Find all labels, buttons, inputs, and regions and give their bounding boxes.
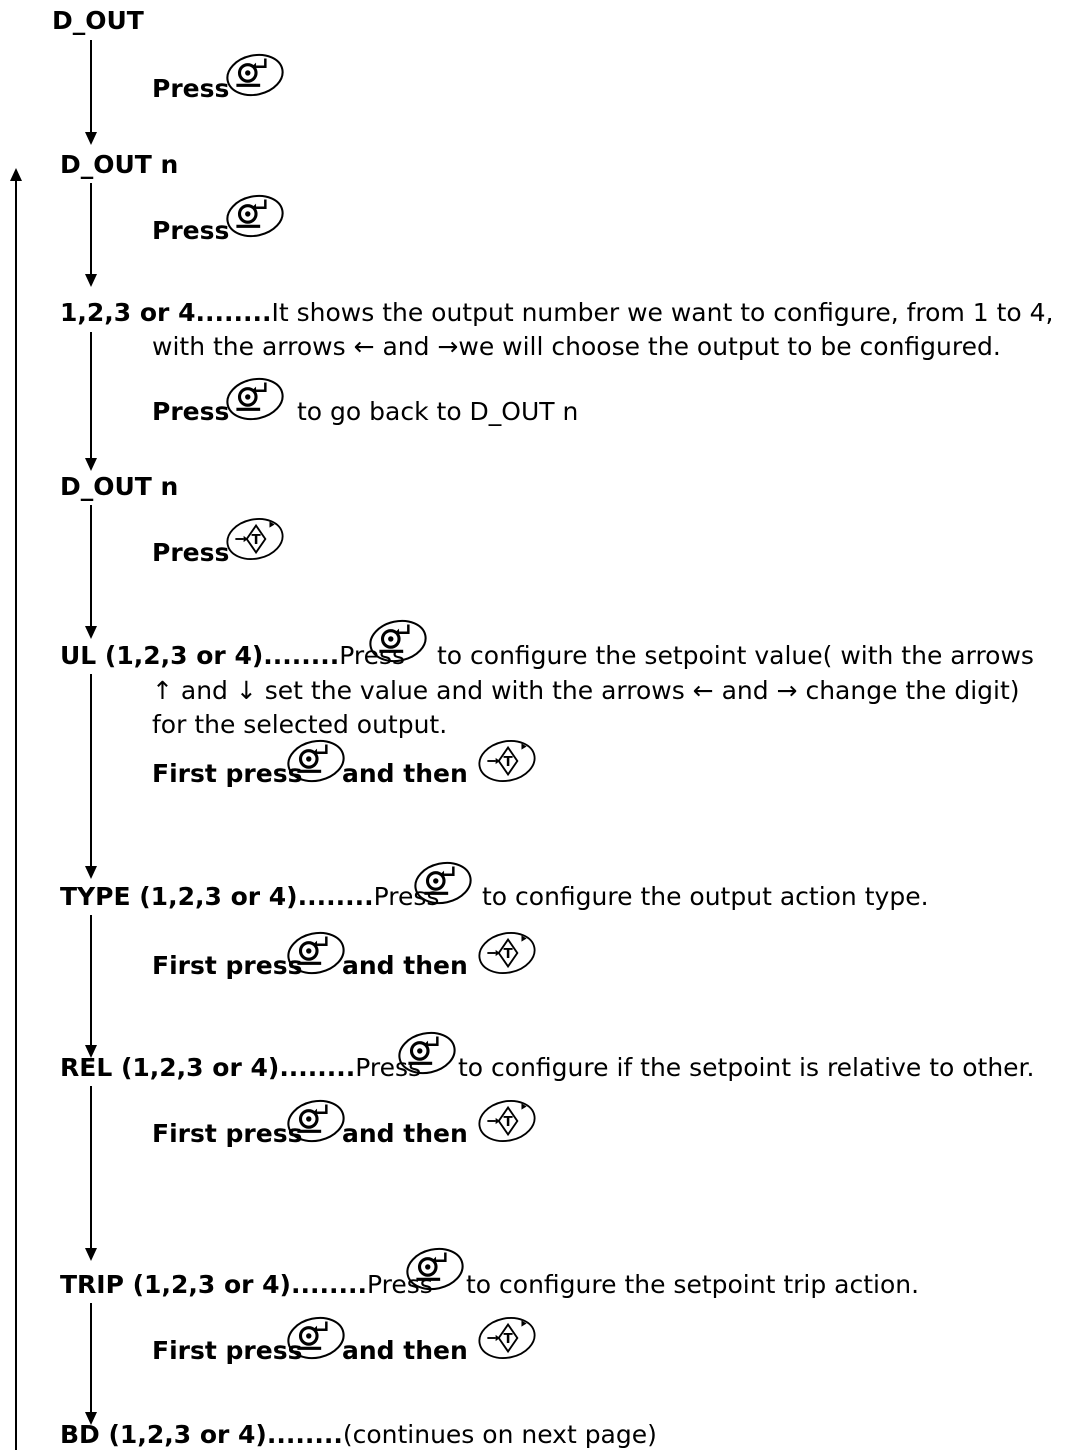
enter-key-icon bbox=[285, 738, 347, 784]
connector-arrow-2 bbox=[85, 274, 97, 287]
dot-leader: ........ bbox=[266, 1420, 343, 1449]
bd-text: BD (1,2,3 or 4) bbox=[60, 1420, 267, 1449]
connector-arrow-5 bbox=[85, 866, 97, 879]
connector-line-7 bbox=[90, 1086, 92, 1248]
enter-key-icon bbox=[396, 1030, 458, 1076]
step-trip-label: TRIP (1,2,3 or 4)........Press bbox=[60, 1270, 433, 1300]
press-label-3: Press bbox=[152, 397, 230, 426]
type-description: to configure the output action type. bbox=[482, 882, 929, 911]
trip-press-text: Press bbox=[366, 1270, 433, 1299]
press-label-2: Press bbox=[152, 216, 230, 245]
type-text: TYPE (1,2,3 or 4) bbox=[60, 882, 298, 911]
dot-leader: ........ bbox=[195, 298, 272, 327]
connector-line-4 bbox=[90, 505, 92, 626]
rel-text: REL (1,2,3 or 4) bbox=[60, 1053, 280, 1082]
continues-note: (continues on next page) bbox=[342, 1420, 657, 1449]
step-type-label: TYPE (1,2,3 or 4)........Press bbox=[60, 882, 439, 912]
tare-key-icon bbox=[476, 1315, 538, 1361]
dot-leader: ........ bbox=[290, 1270, 367, 1299]
tare-key-icon bbox=[476, 738, 538, 784]
rel-description: to configure if the setpoint is relative… bbox=[458, 1053, 1035, 1082]
and-then-label-3: and then bbox=[342, 1119, 468, 1148]
first-press-label-2: First press bbox=[152, 951, 303, 980]
return-line bbox=[15, 180, 17, 1450]
connector-line-5 bbox=[90, 674, 92, 866]
step-d-out-n-label: D_OUT n bbox=[60, 150, 179, 179]
connector-arrow-6 bbox=[85, 1045, 97, 1058]
connector-arrow-3 bbox=[85, 458, 97, 471]
trip-text: TRIP (1,2,3 or 4) bbox=[60, 1270, 291, 1299]
connector-line-8 bbox=[90, 1303, 92, 1412]
enter-key-icon bbox=[404, 1246, 466, 1292]
connector-line-3 bbox=[90, 332, 92, 458]
enter-key-icon bbox=[224, 376, 286, 422]
tare-key-icon bbox=[476, 930, 538, 976]
enter-key-icon bbox=[285, 1098, 347, 1144]
ul-description-line3: for the selected output. bbox=[152, 710, 448, 739]
enter-key-icon bbox=[285, 1315, 347, 1361]
and-then-label-1: and then bbox=[342, 759, 468, 788]
connector-line-6 bbox=[90, 915, 92, 1045]
step-rel-label: REL (1,2,3 or 4)........Press bbox=[60, 1053, 421, 1083]
dot-leader: ........ bbox=[297, 882, 374, 911]
press-label-1: Press bbox=[152, 74, 230, 103]
return-arrow-head bbox=[10, 168, 22, 181]
step-d-out-label: D_OUT bbox=[52, 6, 144, 35]
first-press-label-3: First press bbox=[152, 1119, 303, 1148]
output-number-text: 1,2,3 or 4 bbox=[60, 298, 196, 327]
connector-arrow-8 bbox=[85, 1412, 97, 1425]
tare-key-icon bbox=[224, 516, 286, 562]
connector-line-1 bbox=[90, 40, 92, 132]
trip-description: to configure the setpoint trip action. bbox=[466, 1270, 920, 1299]
enter-key-icon bbox=[367, 618, 429, 664]
step-output-number-label: 1,2,3 or 4........It shows the output nu… bbox=[60, 298, 1054, 328]
first-press-label-1: First press bbox=[152, 759, 303, 788]
output-number-description: It shows the output number we want to co… bbox=[271, 298, 1054, 327]
connector-line-2 bbox=[90, 183, 92, 274]
enter-key-icon bbox=[224, 52, 286, 98]
step-bd-label: BD (1,2,3 or 4)........(continues on nex… bbox=[60, 1420, 657, 1450]
enter-key-icon bbox=[285, 930, 347, 976]
and-then-label-2: and then bbox=[342, 951, 468, 980]
press-label-4: Press bbox=[152, 538, 230, 567]
ul-description: to configure the setpoint value( with th… bbox=[437, 641, 1034, 670]
rel-press-text: Press bbox=[355, 1053, 422, 1082]
step-d-out-n-label-2: D_OUT n bbox=[60, 472, 179, 501]
first-press-label-4: First press bbox=[152, 1336, 303, 1365]
ul-description-line2: ↑ and ↓ set the value and with the arrow… bbox=[152, 676, 1020, 705]
ul-text: UL (1,2,3 or 4) bbox=[60, 641, 264, 670]
dot-leader: ........ bbox=[279, 1053, 356, 1082]
connector-arrow-1 bbox=[85, 132, 97, 145]
and-then-label-4: and then bbox=[342, 1336, 468, 1365]
step-ul-label: UL (1,2,3 or 4)........Press bbox=[60, 641, 405, 671]
tare-key-icon bbox=[476, 1098, 538, 1144]
enter-key-icon bbox=[412, 860, 474, 906]
enter-key-icon bbox=[224, 193, 286, 239]
connector-arrow-4 bbox=[85, 626, 97, 639]
output-number-description-line2: with the arrows ← and →we will choose th… bbox=[152, 332, 1001, 361]
connector-arrow-7 bbox=[85, 1248, 97, 1261]
go-back-text: to go back to D_OUT n bbox=[297, 397, 579, 426]
dot-leader: ........ bbox=[263, 641, 340, 670]
